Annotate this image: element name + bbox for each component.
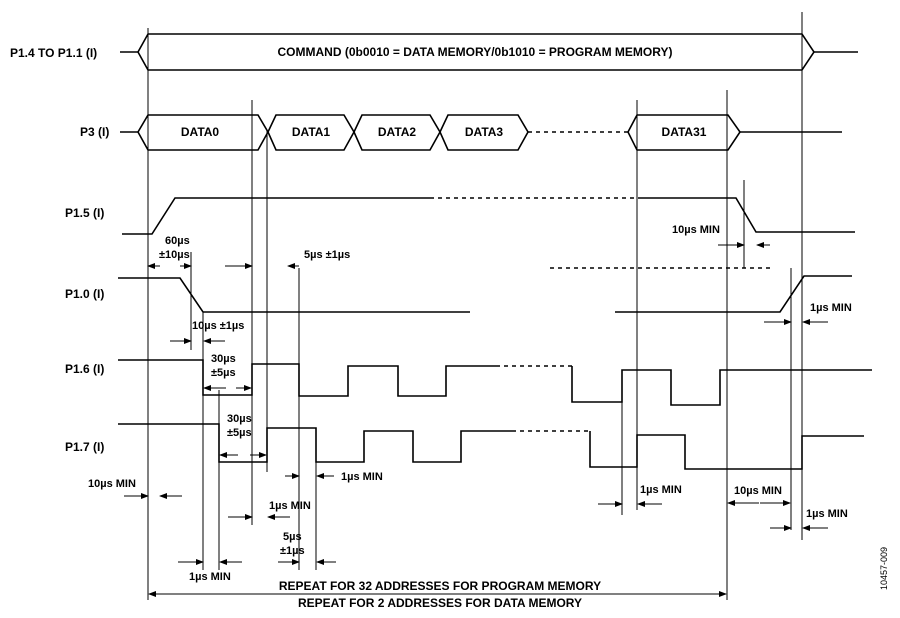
- figure-id: 10457-009: [879, 547, 889, 590]
- timing-label: 10µs MIN: [88, 478, 136, 490]
- p10-waveform: [118, 267, 852, 313]
- command-label: COMMAND (0b0010 = DATA MEMORY/0b1010 = P…: [278, 45, 673, 59]
- guide-lines: [147, 12, 803, 600]
- data31-label: DATA31: [662, 125, 707, 139]
- timing-label: 5µs ±1µs: [304, 249, 350, 261]
- timing-label: 30µs: [227, 413, 252, 425]
- timing-label: 1µs MIN: [640, 484, 682, 496]
- p17-waveform: [118, 423, 864, 470]
- signal-label-p3: P3 (I): [80, 125, 109, 139]
- timing-label: ±5µs: [211, 367, 236, 379]
- timing-label: 5µs: [283, 531, 302, 543]
- data0-label: DATA0: [181, 125, 220, 139]
- command-bus: COMMAND (0b0010 = DATA MEMORY/0b1010 = P…: [120, 33, 858, 71]
- timing-label: 10µs ±1µs: [192, 320, 244, 332]
- repeat-line-2: REPEAT FOR 2 ADDRESSES FOR DATA MEMORY: [298, 596, 582, 610]
- repeat-line-1: REPEAT FOR 32 ADDRESSES FOR PROGRAM MEMO…: [279, 579, 601, 593]
- signal-label-p15: P1.5 (I): [65, 206, 104, 220]
- signal-label-p16: P1.6 (I): [65, 362, 104, 376]
- timing-label: ±1µs: [280, 545, 305, 557]
- timing-label: 1µs MIN: [806, 508, 848, 520]
- timing-label: 10µs MIN: [734, 485, 782, 497]
- signal-label-p10: P1.0 (I): [65, 287, 104, 301]
- data2-label: DATA2: [378, 125, 417, 139]
- timing-label: 60µs: [165, 235, 190, 247]
- timing-label: ±10µs: [159, 249, 190, 261]
- data-bus: DATA0 DATA1 DATA2 DATA3 DATA31: [120, 114, 842, 151]
- signal-label-p17: P1.7 (I): [65, 440, 104, 454]
- signal-label-p14: P1.4 TO P1.1 (I): [10, 46, 97, 60]
- repeat-note: REPEAT FOR 32 ADDRESSES FOR PROGRAM MEMO…: [279, 579, 601, 610]
- timing-label: 30µs: [211, 353, 236, 365]
- timing-label: 10µs MIN: [672, 224, 720, 236]
- data3-label: DATA3: [465, 125, 504, 139]
- signal-labels: P1.4 TO P1.1 (I) P3 (I) P1.5 (I) P1.0 (I…: [10, 46, 109, 454]
- timing-label: 1µs MIN: [810, 302, 852, 314]
- data1-label: DATA1: [292, 125, 331, 139]
- timing-labels: 60µs ±10µs 5µs ±1µs 10µs MIN 1µs MIN 10µ…: [88, 224, 852, 583]
- timing-arrows: [124, 242, 828, 597]
- timing-label: 1µs MIN: [269, 500, 311, 512]
- timing-label: 1µs MIN: [341, 471, 383, 483]
- timing-label: 1µs MIN: [189, 571, 231, 583]
- timing-label: ±5µs: [227, 427, 252, 439]
- p15-waveform: [122, 197, 855, 235]
- p16-waveform: [118, 359, 872, 406]
